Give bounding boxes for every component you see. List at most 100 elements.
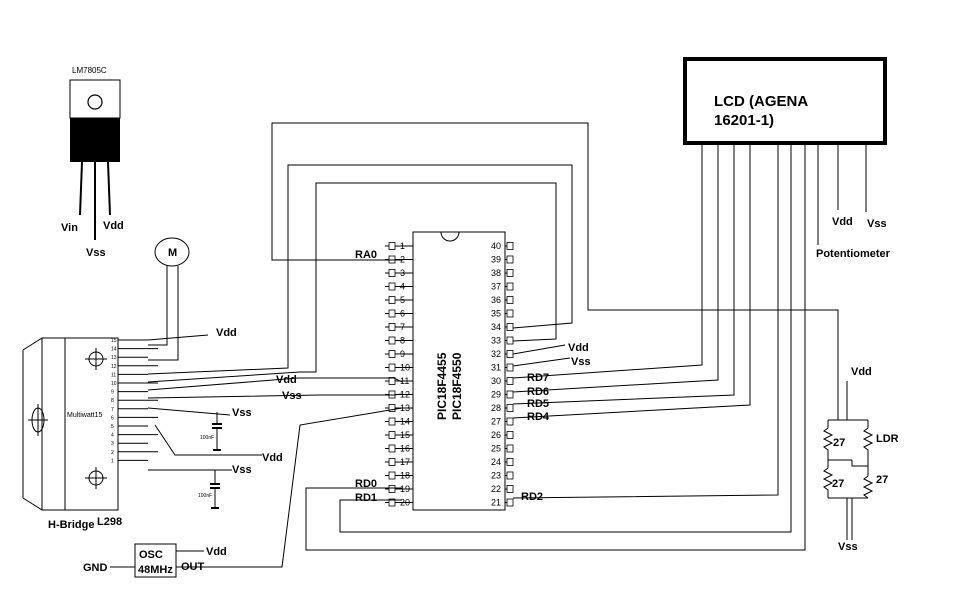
lcd-vss-label: Vss xyxy=(867,218,887,230)
mcu-rd5-label: RD5 xyxy=(527,398,549,410)
mcu-rd1-label: RD1 xyxy=(355,492,377,504)
mcu-pin-number: 5 xyxy=(400,295,405,305)
interconnect-wires xyxy=(147,122,839,551)
mcu-pin-number: 38 xyxy=(491,268,501,278)
mcu-pin-number: 1 xyxy=(400,241,405,251)
mcu-pin-number: 37 xyxy=(491,282,501,292)
mcu-pin-number: 21 xyxy=(491,498,501,508)
sensor-r3-label: 27 xyxy=(876,474,888,486)
hbridge-pin-number: 14 xyxy=(111,347,117,353)
mcu-pin-pad xyxy=(388,363,396,372)
mcu-pin-number: 6 xyxy=(400,309,405,319)
mcu-pin-pad xyxy=(506,336,514,345)
mcu-pin-pad xyxy=(506,282,514,291)
mcu-rd7-label: RD7 xyxy=(527,372,549,384)
mcu-rd0-label: RD0 xyxy=(355,478,377,490)
mcu-pin-pad xyxy=(506,242,514,250)
mcu-pin-pad xyxy=(506,255,514,264)
mcu-pin-pad xyxy=(388,444,396,453)
sensor-ldr-label: LDR xyxy=(876,433,899,445)
hbridge-cap-label-2: 100nF xyxy=(198,493,212,499)
mcu-pin-pad xyxy=(388,350,396,358)
hbridge-package-label: Multiwatt15 xyxy=(67,412,103,419)
oscillator-gnd-label: GND xyxy=(83,562,108,574)
hbridge-pin-number: 6 xyxy=(111,415,114,421)
mcu-pin-pad xyxy=(506,269,514,277)
mcu-pin-pad xyxy=(506,431,514,439)
oscillator-frequency: 48MHz xyxy=(138,564,173,576)
lcd-vdd-label: Vdd xyxy=(832,216,853,228)
mcu-pin-number: 17 xyxy=(400,457,410,467)
hbridge-vss-label: Vss xyxy=(232,407,252,419)
hbridge-pin-number: 13 xyxy=(111,355,117,361)
mcu-pin-pad xyxy=(506,363,514,372)
mcu-vss-label: Vss xyxy=(282,390,302,402)
hbridge-pin-number: 11 xyxy=(111,372,116,378)
mcu-pin-pad xyxy=(388,471,396,480)
oscillator-box xyxy=(134,543,177,578)
mcu-pin-number: 22 xyxy=(491,484,501,494)
hbridge-caption: H-Bridge xyxy=(48,519,94,531)
motor: M xyxy=(148,237,190,361)
sensor-r2-label: 27 xyxy=(832,478,844,490)
regulator-part-label: LM7805C xyxy=(72,66,107,75)
hbridge-pin-number: 7 xyxy=(111,407,114,413)
mcu-pin-number: 2 xyxy=(400,255,405,265)
mcu-pin-number: 24 xyxy=(491,457,501,467)
light-sensor-divider: Vdd 27 LDR 27 27 Vss xyxy=(822,366,899,553)
mcu-pin-number: 3 xyxy=(400,268,405,278)
mcu-pin-pad xyxy=(506,309,514,318)
sensor-vdd-label: Vdd xyxy=(851,366,872,378)
mcu-pin-number: 18 xyxy=(400,471,410,481)
regulator-mount-hole xyxy=(87,94,103,110)
mcu-pin-number: 4 xyxy=(400,282,405,292)
mcu-pin-pad xyxy=(388,269,396,277)
regulator-vdd-label: Vdd xyxy=(103,220,124,232)
mcu-pin-pad xyxy=(506,417,514,426)
mcu-pin-pad xyxy=(506,444,514,453)
regulator-vin-label: Vin xyxy=(61,222,78,234)
lcd-name-line2: 16201-1) xyxy=(714,112,774,129)
mcu-pin-number: 31 xyxy=(491,363,501,373)
mcu-pin-pad xyxy=(388,498,396,507)
mcu-pin-number: 14 xyxy=(400,417,410,427)
motor-symbol xyxy=(154,237,190,267)
mcu-pin-pad xyxy=(388,336,396,345)
mcu-pin-number: 25 xyxy=(491,444,501,454)
mcu-pin-pad xyxy=(388,458,396,466)
mcu-pin-pad xyxy=(506,390,514,399)
mcu-pin-pad xyxy=(388,431,396,439)
hbridge-cap-label-1: 100nF xyxy=(200,435,214,441)
mcu-pin-pad xyxy=(506,485,514,493)
mcu-body xyxy=(412,231,506,511)
hbridge-pin-number: 15 xyxy=(111,338,117,344)
mcu-pin-pad xyxy=(506,471,514,480)
mcu-ra0-label: RA0 xyxy=(355,249,377,261)
mcu-pin-number: 34 xyxy=(491,322,501,332)
mcu-pin-number: 35 xyxy=(491,309,501,319)
mcu-pin-number: 11 xyxy=(400,376,409,386)
mcu-notch xyxy=(440,231,460,242)
sensor-vss-label: Vss xyxy=(838,541,858,553)
mcu-pin-pad xyxy=(388,417,396,426)
mcu-pin-pad xyxy=(506,498,514,507)
mcu-right-vss-label: Vss xyxy=(571,356,591,368)
mcu-pin-pad xyxy=(388,323,396,331)
oscillator-name: OSC xyxy=(139,549,163,561)
mcu-pin-number: 32 xyxy=(491,349,501,359)
lcd-potentiometer-label: Potentiometer xyxy=(816,248,891,260)
mcu-pin-pad xyxy=(506,350,514,358)
hbridge-body xyxy=(64,337,119,511)
mcu-pin-number: 27 xyxy=(491,417,501,427)
oscillator-vdd-label: Vdd xyxy=(206,546,227,558)
mcu-pin-pad xyxy=(506,377,514,385)
mcu-pin-number: 28 xyxy=(491,403,501,413)
mcu-pin-pad xyxy=(388,242,396,250)
mcu-pin-number: 40 xyxy=(491,241,501,251)
mcu-pin-number: 33 xyxy=(491,336,501,346)
